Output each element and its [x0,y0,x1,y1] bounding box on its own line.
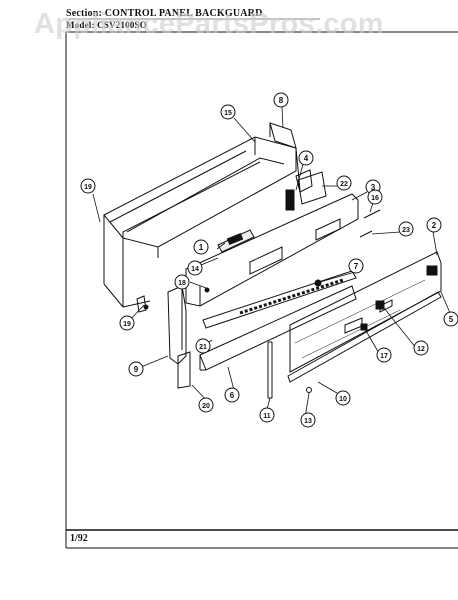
clock-part [217,229,255,253]
trim-strip [202,270,357,329]
callout-number: 15 [224,110,232,117]
callout-circle [336,175,352,191]
callout-8: 8 [273,92,289,108]
callout-number: 4 [304,154,309,163]
callout-number: 20 [202,403,210,410]
section-header: Section: CONTROL PANEL BACKGUARD [66,8,263,19]
callout-circle [187,260,203,276]
callout-number: 17 [380,353,388,360]
callout-number: 1 [199,243,204,252]
callout-circle [426,217,442,233]
callout-circle [128,361,144,377]
callout-circle [273,92,289,108]
callout-circle [119,315,135,331]
callout-circle [174,274,190,290]
light-tube [267,341,273,399]
callout-9: 9 [128,361,144,377]
callout-number: 22 [340,181,348,188]
screw-16 [363,209,381,219]
side-bracket [136,295,147,313]
callout-circle [195,338,211,354]
callout-23: 23 [398,221,414,237]
trim-extrusion [287,291,442,383]
section-title: CONTROL PANEL BACKGUARD [104,8,263,19]
callout-circle [259,407,275,423]
callout-number: 13 [304,418,312,425]
callout-number: 14 [191,266,199,273]
watermark: AppliancePartsPros.com [34,8,384,40]
callout-number: 2 [432,221,437,230]
callout-2: 2 [426,217,442,233]
callout-circle [413,340,429,356]
switch-part [285,171,327,211]
callout-circle [198,397,214,413]
leader-lines [92,106,451,419]
callout-13: 13 [300,412,316,428]
callout-circle [376,347,392,363]
glass-panel [289,251,442,373]
callout-number: 6 [230,391,235,400]
callout-circle [398,221,414,237]
callout-number: 19 [84,184,92,191]
callout-circle [367,189,383,205]
knob-7 [314,279,322,287]
callout-number: 9 [134,365,139,374]
callout-16: 16 [367,189,383,205]
section-label: Section: [66,8,103,19]
callout-18: 18 [174,274,190,290]
callout-19: 19 [119,315,135,331]
footer-date: 1/92 [70,533,88,544]
callout-4: 4 [298,150,314,166]
callout-6: 6 [224,387,240,403]
callout-circle [335,390,351,406]
callout-17: 17 [376,347,392,363]
callout-number: 18 [178,280,186,287]
callout-7: 7 [348,258,364,274]
lower-panel [199,285,357,371]
callout-14: 14 [187,260,203,276]
screw-18 [204,287,210,293]
screw-19 [143,304,149,310]
callout-circle [443,311,458,327]
callout-number: 21 [199,344,207,351]
callout-number: 7 [354,262,359,271]
callout-12: 12 [413,340,429,356]
callout-circle [193,239,209,255]
callout-22: 22 [336,175,352,191]
callout-15: 15 [220,104,236,120]
screw-13 [306,387,312,393]
knob-12 [375,300,385,310]
callout-number: 5 [449,315,454,324]
model-line: Model: CSV2100SO [66,20,147,30]
knob-17 [360,323,368,331]
callout-circle [348,258,364,274]
callout-number: 23 [402,227,410,234]
callout-1: 1 [193,239,209,255]
callout-number: 10 [339,396,347,403]
callout-21: 21 [195,338,211,354]
callout-19: 19 [80,178,96,194]
callout-number: 8 [279,96,284,105]
callout-circle [224,387,240,403]
callout-number: 11 [263,413,271,420]
control-panel [185,169,359,307]
callout-circle [80,178,96,194]
callout-circle [298,150,314,166]
end-cap [167,285,191,389]
backguard-shell [103,122,301,308]
screw-23 [359,230,373,238]
callout-10: 10 [335,390,351,406]
callout-5: 5 [443,311,458,327]
callout-number: 19 [123,321,131,328]
callout-number: 16 [371,195,379,202]
callout-circle [300,412,316,428]
callout-11: 11 [259,407,275,423]
callout-number: 3 [371,183,376,192]
callout-20: 20 [198,397,214,413]
callout-number: 12 [417,346,425,353]
callout-circle [220,104,236,120]
